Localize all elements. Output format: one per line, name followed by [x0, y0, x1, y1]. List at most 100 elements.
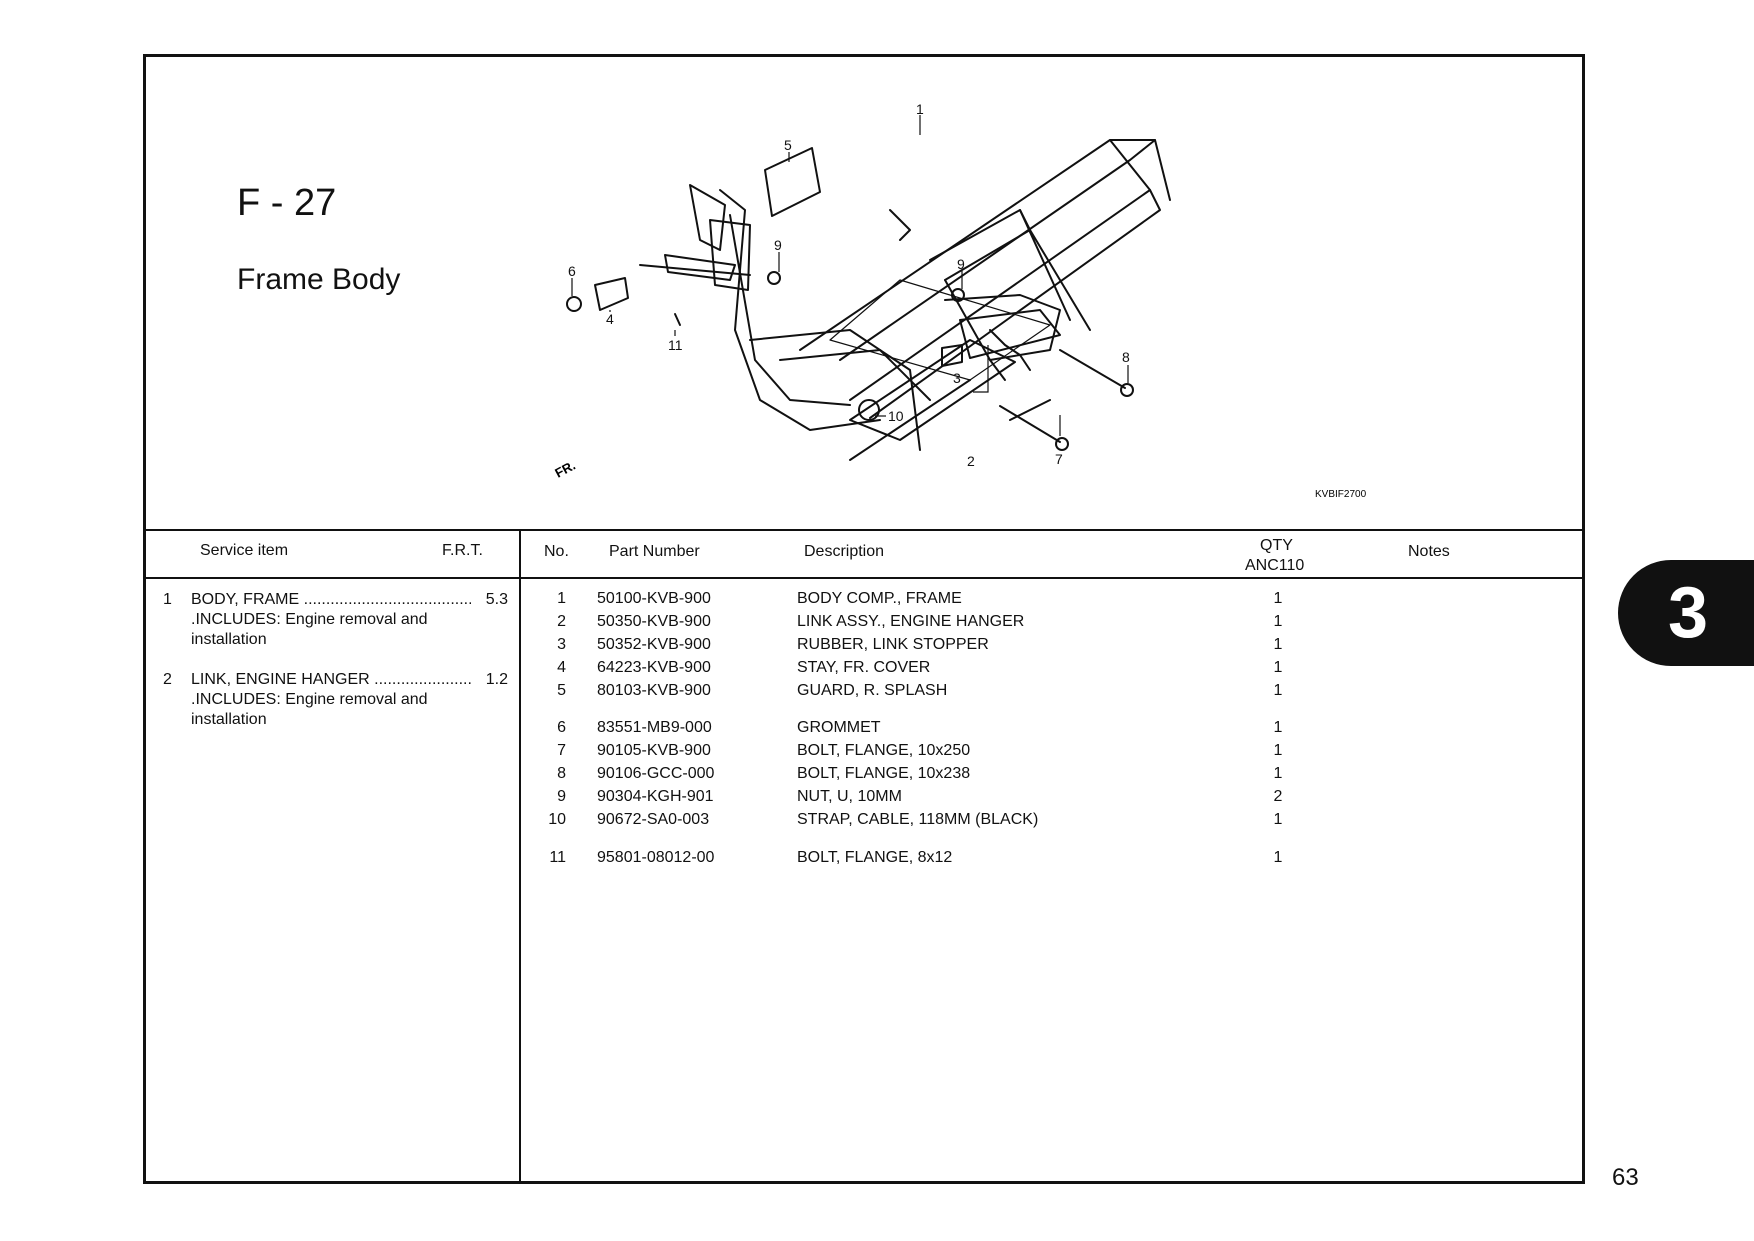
part-description: STRAP, CABLE, 118MM (BLACK): [797, 811, 1039, 828]
parts-row: 7 90105-KVB-900 BOLT, FLANGE, 10x250 1: [540, 742, 1420, 764]
part-qty: 2: [1273, 788, 1283, 805]
part-number: 95801-08012-00: [597, 849, 715, 866]
stay-fr-cover: [594, 277, 629, 311]
bolt-10x238: [1059, 349, 1126, 389]
callout-11: 11: [668, 337, 683, 353]
part-description: LINK ASSY., ENGINE HANGER: [797, 613, 1025, 630]
parts-row: 9 90304-KGH-901 NUT, U, 10MM 2: [540, 788, 1420, 810]
parts-row: 3 50352-KVB-900 RUBBER, LINK STOPPER 1: [540, 636, 1420, 658]
parts-row: 2 50350-KVB-900 LINK ASSY., ENGINE HANGE…: [540, 613, 1420, 635]
callout-1: 1: [916, 101, 924, 117]
service-row-note: .INCLUDES: Engine removal and installati…: [191, 611, 428, 648]
table-top-rule: [145, 529, 1583, 531]
right-main-rail: [849, 189, 1161, 419]
callout-2: 2: [967, 453, 975, 469]
steering-head: [689, 184, 726, 251]
part-no: 1: [557, 590, 566, 607]
grommet: [566, 296, 582, 312]
part-no: 6: [557, 719, 566, 736]
parts-row: 5 80103-KVB-900 GUARD, R. SPLASH 1: [540, 682, 1420, 704]
down-tube: [719, 189, 881, 431]
part-number: 90672-SA0-003: [597, 811, 710, 828]
part-description: BODY COMP., FRAME: [797, 590, 962, 607]
part-no: 9: [557, 788, 566, 805]
part-description: NUT, U, 10MM: [797, 788, 902, 805]
part-no: 7: [557, 742, 566, 759]
svg-text:FR.: FR.: [552, 458, 578, 481]
service-row-name: LINK, ENGINE HANGER ....................…: [191, 671, 471, 688]
part-qty: 1: [1273, 682, 1283, 699]
service-row-note: .INCLUDES: Engine removal and installati…: [191, 691, 428, 728]
part-description: BOLT, FLANGE, 10x238: [797, 765, 971, 782]
part-qty: 1: [1273, 811, 1283, 828]
service-item-header: Service item: [200, 542, 289, 559]
service-row-no: 2: [163, 671, 172, 688]
cable-strap: [858, 399, 880, 421]
part-no: 2: [557, 613, 566, 630]
part-number: 50352-KVB-900: [597, 636, 711, 653]
part-qty: 1: [1273, 765, 1283, 782]
parts-row: 8 90106-GCC-000 BOLT, FLANGE, 10x238 1: [540, 765, 1420, 787]
table-header-rule: [145, 577, 1583, 579]
model-header: ANC110: [1245, 557, 1305, 574]
callout-5: 5: [784, 137, 792, 153]
callout-10: 10: [888, 408, 904, 424]
part-no: 4: [557, 659, 566, 676]
callout-4: 4: [606, 311, 614, 327]
callout-7: 7: [1055, 451, 1063, 467]
no-header: No.: [544, 543, 569, 560]
service-row-frt: 1.2: [485, 671, 508, 688]
part-description: GROMMET: [797, 719, 881, 736]
diagram-ref-code: KVBIF2700: [1315, 489, 1367, 500]
part-description: BOLT, FLANGE, 8x12: [797, 849, 953, 866]
part-no: 3: [557, 636, 566, 653]
part-qty: 1: [1273, 719, 1283, 736]
part-description: STAY, FR. COVER: [797, 659, 931, 676]
chapter-tab: 3: [1618, 560, 1754, 666]
service-row-no: 1: [163, 591, 172, 608]
rubber-link-stopper: [941, 344, 963, 367]
front-arrow-icon: FR.: [552, 458, 578, 481]
frame-body-diagram: 1 5 9 9 6 4 11 8 3 2 7 10 FR. KVBIF2700: [552, 101, 1367, 500]
service-row: 1 BODY, FRAME ..........................…: [163, 590, 508, 650]
notes-header: Notes: [1408, 543, 1450, 560]
part-qty: 1: [1273, 613, 1283, 630]
flange-bolt-8x12: [674, 313, 681, 326]
parts-row: 1 50100-KVB-900 BODY COMP., FRAME 1: [540, 590, 1420, 612]
part-number: 80103-KVB-900: [597, 682, 711, 699]
page-frame: [143, 54, 1585, 1184]
callout-9a: 9: [774, 237, 782, 253]
part-no: 5: [557, 682, 566, 699]
engine-hanger-link: [959, 309, 1061, 359]
qty-header: QTY: [1260, 537, 1293, 554]
part-qty: 1: [1273, 590, 1283, 607]
part-number: 90304-KGH-901: [597, 788, 714, 805]
description-header: Description: [804, 543, 885, 560]
frt-header: F.R.T.: [442, 542, 483, 559]
part-no: 10: [548, 811, 566, 828]
part-description: GUARD, R. SPLASH: [797, 682, 948, 699]
service-row-frt: 5.3: [485, 591, 508, 608]
parts-row: 10 90672-SA0-003 STRAP, CABLE, 118MM (BL…: [540, 811, 1420, 833]
parts-row: 6 83551-MB9-000 GROMMET 1: [540, 719, 1420, 741]
part-description: RUBBER, LINK STOPPER: [797, 636, 989, 653]
part-number: 50350-KVB-900: [597, 613, 711, 630]
part-number: 90106-GCC-000: [597, 765, 715, 782]
part-number-header: Part Number: [609, 543, 700, 560]
table-divider: [519, 529, 521, 1181]
part-no: 11: [549, 849, 566, 866]
part-qty: 1: [1273, 849, 1283, 866]
bolt-10x250: [999, 405, 1061, 443]
part-number: 50100-KVB-900: [597, 590, 711, 607]
part-number: 83551-MB9-000: [597, 719, 712, 736]
part-description: BOLT, FLANGE, 10x250: [797, 742, 971, 759]
parts-row: 4 64223-KVB-900 STAY, FR. COVER 1: [540, 659, 1420, 681]
section-title: Frame Body: [237, 263, 401, 296]
part-no: 8: [557, 765, 566, 782]
part-number: 64223-KVB-900: [597, 659, 711, 676]
floor-crossmember: [849, 339, 1016, 441]
splash-guard: [764, 147, 821, 217]
callout-9b: 9: [957, 256, 965, 272]
left-main-rail: [799, 139, 1156, 361]
callout-6: 6: [568, 263, 576, 279]
